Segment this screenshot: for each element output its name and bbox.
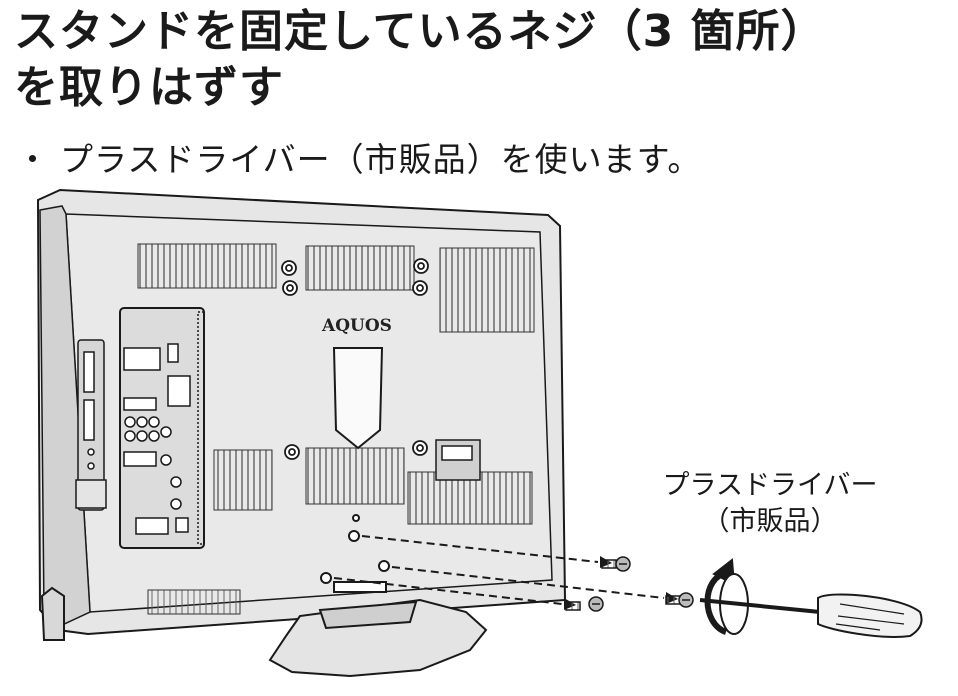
bullet-text: プラスドライバー（市販品）を使います。 bbox=[60, 140, 702, 179]
callout-line-1: プラスドライバー bbox=[662, 470, 878, 501]
title-line-1: スタンドを固定しているネジ（3 箇所） bbox=[14, 6, 826, 57]
panel-screw-holes bbox=[281, 258, 429, 460]
instruction-bullet: ・プラスドライバー（市販品）を使います。 bbox=[16, 138, 701, 182]
rear-connector bbox=[435, 439, 481, 481]
stand-screw-holes bbox=[320, 514, 390, 584]
aquos-logo: AQUOS bbox=[321, 316, 392, 336]
screwdriver-callout: プラスドライバー （市販品） bbox=[640, 468, 900, 540]
callout-line-2: （市販品） bbox=[702, 506, 838, 537]
title-line-2: を取りはずす bbox=[14, 62, 284, 113]
screwdriver-icon bbox=[699, 593, 923, 638]
tv-stand bbox=[40, 581, 488, 678]
screw-icon bbox=[565, 556, 694, 612]
vent-grilles bbox=[137, 243, 535, 615]
terminal-block bbox=[119, 307, 205, 549]
screw-path-lines bbox=[333, 535, 665, 605]
bullet-mark: ・ bbox=[16, 140, 50, 179]
page-title: スタンドを固定しているネジ（3 箇所） を取りはずす bbox=[14, 4, 949, 116]
rotation-arrow-icon bbox=[704, 558, 749, 635]
stand-bracket bbox=[332, 347, 384, 450]
side-panel-ports bbox=[75, 339, 107, 511]
